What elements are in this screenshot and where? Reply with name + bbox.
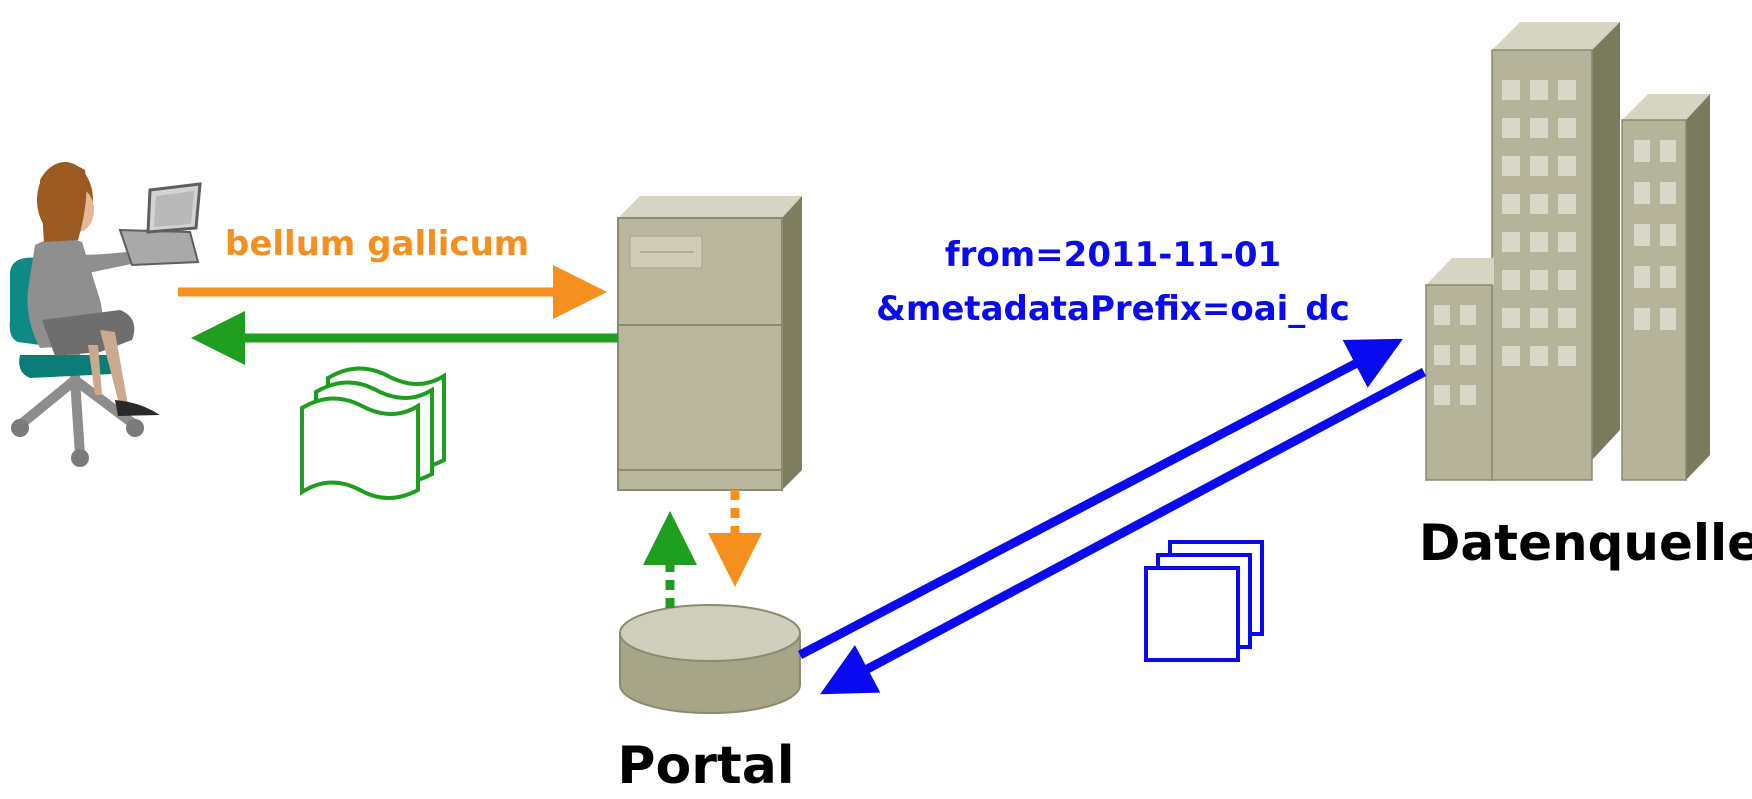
building-icon: [1425, 22, 1710, 481]
server-icon: [617, 196, 802, 491]
harvest-request-line2: &metadataPrefix=oai_dc: [876, 289, 1350, 329]
portal-label: Portal: [617, 736, 794, 796]
query-label: bellum gallicum: [225, 224, 529, 264]
source-label: Datenquelle: [1419, 514, 1752, 572]
result-documents-icon: [300, 366, 446, 500]
harvest-request-line1: from=2011-11-01: [945, 235, 1281, 275]
harvest-response-arrow: [820, 368, 1427, 695]
database-icon: [619, 604, 801, 714]
harvested-records-icon: [1144, 540, 1264, 662]
harvest-request-arrow: [797, 338, 1403, 659]
user-at-computer-icon: [9, 162, 202, 467]
